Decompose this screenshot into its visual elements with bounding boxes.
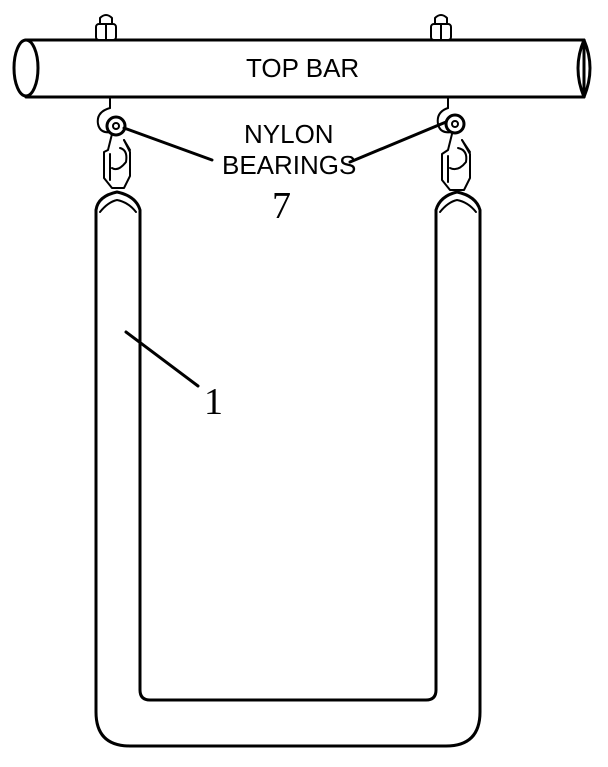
- top-bar-label: TOP BAR: [246, 53, 359, 83]
- trapeze-ref-number: 1: [204, 381, 223, 423]
- left-hanger: [96, 96, 131, 189]
- left-bolt: [95, 14, 117, 41]
- bearings-ref-number: 7: [272, 185, 291, 227]
- right-bolt: [430, 14, 452, 41]
- trapeze-frame: [94, 190, 482, 748]
- right-hanger: [436, 96, 471, 191]
- trapeze-leader: [124, 330, 200, 388]
- nylon-label: NYLON: [244, 119, 334, 149]
- bearings-leaders: [122, 120, 448, 164]
- top-bar: [12, 38, 592, 99]
- bearings-label: BEARINGS: [222, 150, 356, 180]
